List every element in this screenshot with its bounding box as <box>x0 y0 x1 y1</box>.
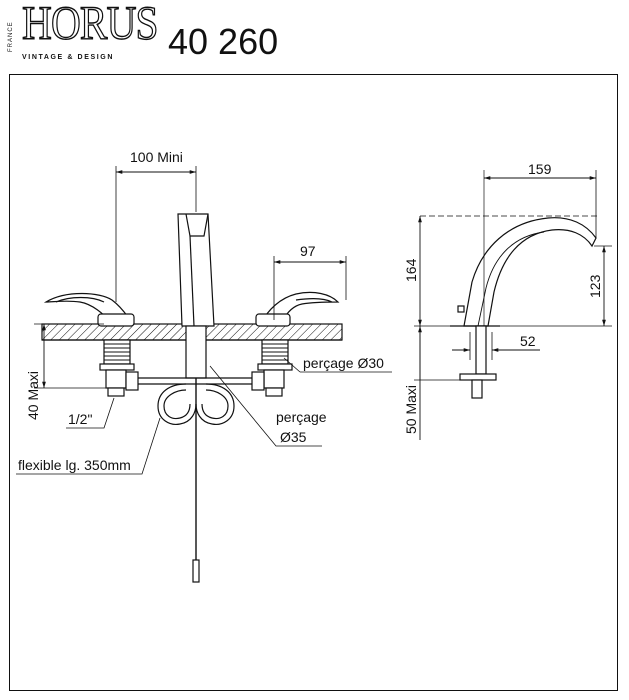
spout-body <box>177 213 215 327</box>
dim-side-base: 52 <box>520 333 536 349</box>
hose-loop-right <box>195 383 235 425</box>
label-spout-hole-line2: Ø35 <box>280 429 307 445</box>
dim-side-max-thickness: 50 Maxi <box>403 385 419 434</box>
dim-handle-offset: 97 <box>300 243 316 259</box>
front-view <box>16 166 392 583</box>
label-handle-hole: perçage Ø30 <box>303 355 384 371</box>
dim-side-reach: 159 <box>528 161 552 177</box>
spout-shank <box>185 325 207 379</box>
side-spout-profile <box>463 217 597 327</box>
dim-spout-spacing: 100 Mini <box>130 149 183 165</box>
label-flexible-hose: flexible lg. 350mm <box>18 457 131 473</box>
logo-tagline: VINTAGE & DESIGN <box>22 54 114 61</box>
dim-side-spout-height: 123 <box>587 274 603 298</box>
hose-loop-left <box>157 383 197 425</box>
dim-front-max-thickness: 40 Maxi <box>25 371 41 420</box>
right-handle-base <box>255 313 291 327</box>
side-view <box>414 170 612 440</box>
label-thread-size: 1/2" <box>68 411 92 427</box>
model-number: 40 260 <box>168 21 279 62</box>
brand-logo: FRANCE HORUS VINTAGE & DESIGN <box>6 0 159 66</box>
label-spout-hole-line1: perçage <box>276 409 327 425</box>
dim-side-height: 164 <box>403 258 419 282</box>
logo-wordmark: HORUS <box>21 0 159 50</box>
drawing-frame <box>9 74 618 691</box>
left-handle-base <box>97 313 135 327</box>
